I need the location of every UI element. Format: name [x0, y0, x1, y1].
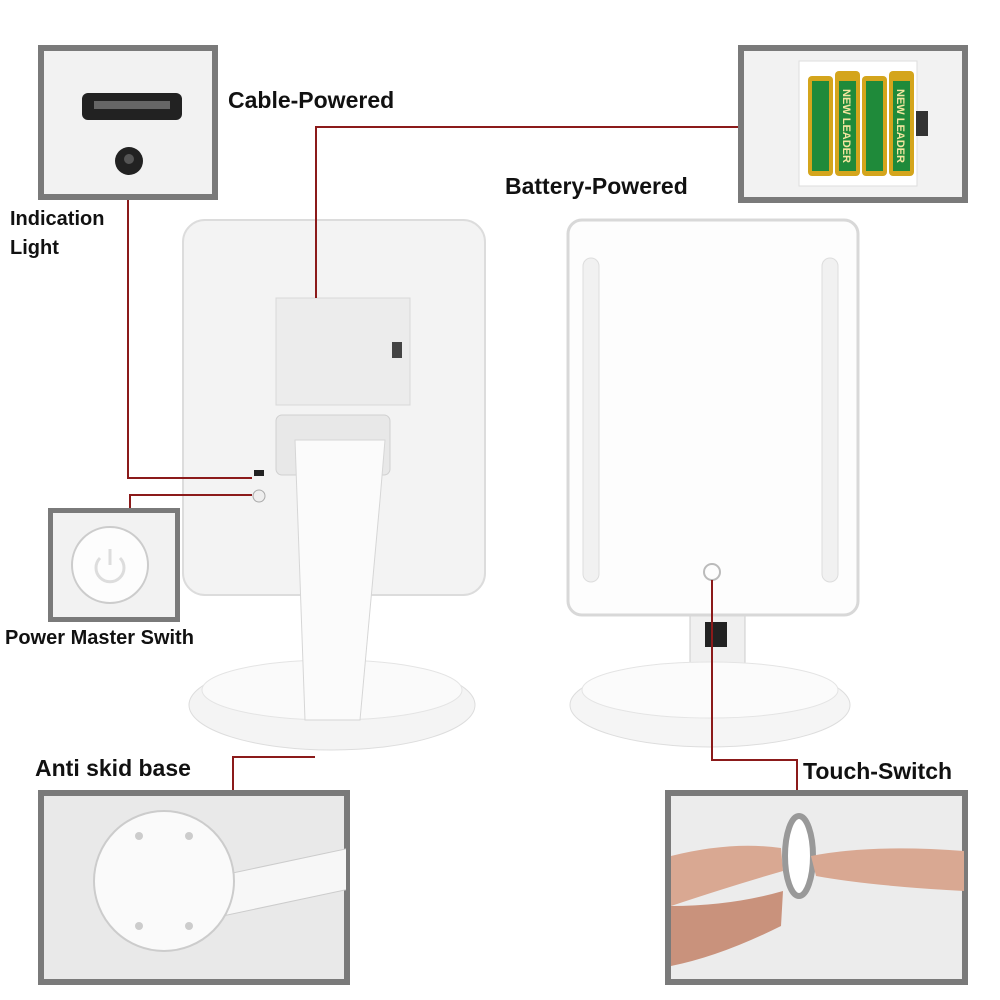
touch-switch-inset	[665, 790, 968, 985]
indication-light-label-line2: Light	[10, 237, 59, 259]
battery-brand-text: NEW LEADER	[894, 89, 906, 163]
power-switch-label: Power Master Swith	[5, 627, 194, 649]
mirror-back	[182, 219, 486, 751]
battery-powered-label: Battery-Powered	[505, 173, 688, 199]
battery-icon: NEW LEADER NEW LEADER	[798, 60, 928, 187]
power-icon	[71, 526, 149, 604]
usb-port-icon	[82, 93, 182, 175]
battery-inset: NEW LEADER NEW LEADER	[738, 45, 968, 203]
battery-brand-text: NEW LEADER	[840, 89, 852, 163]
mirror-front	[566, 218, 860, 748]
cable-powered-label: Cable-Powered	[228, 87, 395, 113]
indication-light	[254, 470, 264, 476]
power-switch-inset	[48, 508, 180, 622]
finger-touch-icon	[671, 813, 964, 966]
base-pads-icon	[93, 810, 346, 952]
indication-light-label-line1: Indication	[10, 208, 105, 230]
power-button	[252, 489, 266, 503]
callout-lines	[127, 126, 798, 795]
anti-skid-inset	[38, 790, 350, 985]
cable-port-inset	[38, 45, 218, 200]
touch-switch-label: Touch-Switch	[803, 758, 953, 784]
anti-skid-label: Anti skid base	[35, 755, 191, 781]
